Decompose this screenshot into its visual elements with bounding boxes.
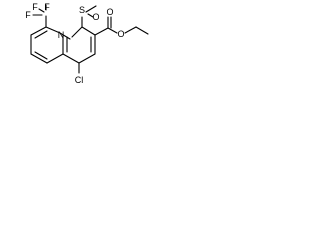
fluorine-label-top-left: F <box>32 2 38 12</box>
bond <box>87 13 94 18</box>
atom-labels: N S O O O Cl F F F <box>25 2 124 85</box>
sulfoxide-oxygen-label: O <box>92 12 99 22</box>
carbonyl-oxygen-label: O <box>106 7 113 17</box>
bond <box>94 27 109 36</box>
sulfur-label: S <box>79 5 85 15</box>
ester-oxygen-label: O <box>117 29 124 39</box>
bond <box>85 5 97 13</box>
chlorine-label: Cl <box>75 75 84 85</box>
bond <box>62 53 80 64</box>
bond <box>38 8 45 13</box>
bond-lines <box>30 4 149 74</box>
bond <box>34 51 48 60</box>
bond <box>30 26 47 36</box>
bond <box>34 30 48 39</box>
bond <box>71 26 83 38</box>
bond <box>124 26 137 34</box>
bond <box>78 53 96 64</box>
fluorine-label-left: F <box>25 10 31 20</box>
chemical-structure: N S O O O Cl F F F <box>25 2 149 85</box>
bond <box>107 27 118 34</box>
bond <box>81 26 96 36</box>
nitrogen-label: N <box>58 30 65 40</box>
bond <box>135 26 149 35</box>
bond <box>46 53 64 64</box>
bond <box>30 53 48 64</box>
fluorine-label-top-right: F <box>44 2 50 12</box>
bond <box>59 32 71 40</box>
bond <box>45 26 61 34</box>
